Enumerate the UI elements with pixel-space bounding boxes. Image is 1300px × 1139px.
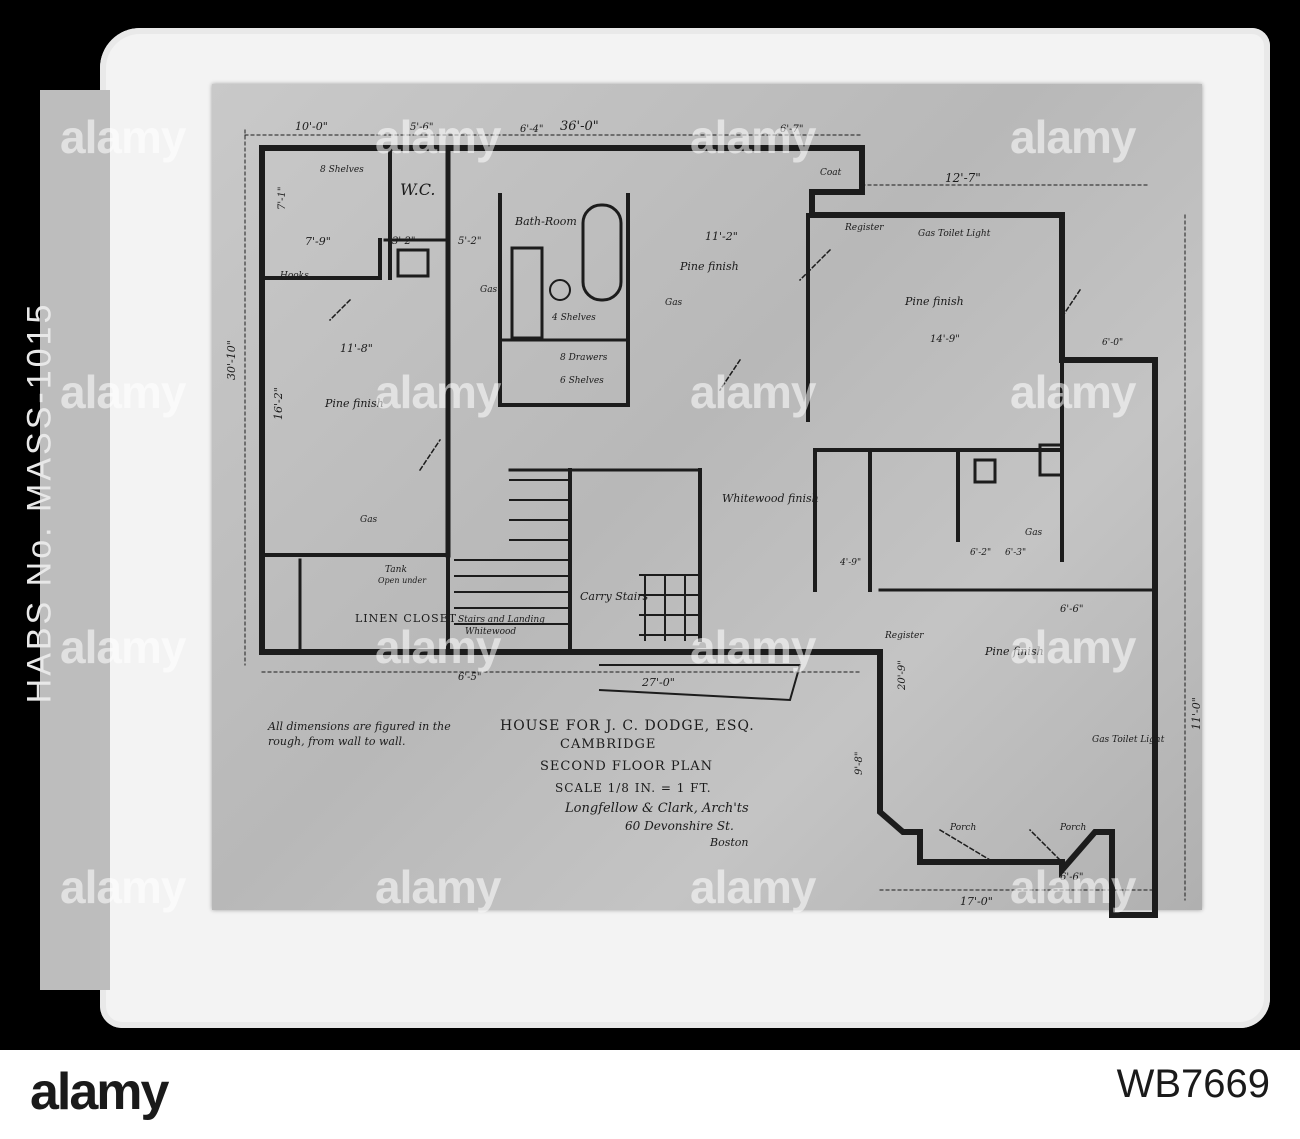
room-label: Porch <box>949 823 976 833</box>
room-label: 6 Shelves <box>560 376 604 386</box>
room-label: Hooks <box>279 271 309 281</box>
room-label: Bath-Room <box>514 215 577 228</box>
watermark: alamy <box>375 111 501 163</box>
dimension-label: 11'-0" <box>1190 697 1203 730</box>
drawing-sheet <box>212 84 1202 910</box>
dimension-label: 7'-1" <box>277 187 288 210</box>
interior-wall <box>498 193 630 407</box>
architect-address: 60 Devonshire St. <box>625 819 734 833</box>
wc-fixture <box>396 248 430 278</box>
watermark: alamy <box>375 861 501 913</box>
room-label: LINEN CLOSET <box>355 612 457 625</box>
dimension-label: 6'-4" <box>520 124 543 135</box>
watermark: alamy <box>60 366 186 418</box>
room-label: Carry Stairs <box>580 590 648 603</box>
chimney <box>1038 443 1064 477</box>
room-label: Porch <box>1059 823 1086 833</box>
room-label: Gas <box>1025 528 1043 538</box>
room-label: Gas <box>665 298 683 308</box>
drawing-plan-name: SECOND FLOOR PLAN <box>540 759 713 774</box>
room-label: Pine finish <box>984 645 1044 658</box>
dimension-label: 3'-2" <box>392 236 415 247</box>
chimney <box>973 458 997 484</box>
watermark: alamy <box>60 861 186 913</box>
architect-name: Longfellow & Clark, Arch'ts <box>564 801 749 816</box>
dimension-label: 6'-6" <box>1060 604 1083 615</box>
watermark: alamy <box>1010 621 1136 673</box>
room-label: Pine finish <box>679 260 739 273</box>
dimension-label: 20'-9" <box>897 660 908 691</box>
room-label: 4 Shelves <box>551 313 596 323</box>
dimension-label: 30'-10" <box>225 340 238 380</box>
room-label: Gas Toilet Light <box>1092 735 1165 745</box>
architect-city: Boston <box>709 836 748 849</box>
dimension-label: 12'-7" <box>945 171 981 185</box>
watermark: alamy <box>1010 366 1136 418</box>
room-label: W.C. <box>400 180 436 199</box>
watermark: alamy <box>690 621 816 673</box>
watermark: alamy <box>690 111 816 163</box>
dimension-label: 6'-6" <box>1060 872 1083 883</box>
dimension-label: 11'-8" <box>340 342 373 355</box>
dimension-label: 11'-2" <box>705 230 738 243</box>
interior-wall <box>260 238 382 280</box>
mount-edge-strip <box>40 90 110 990</box>
watermark: alamy <box>375 621 501 673</box>
watermark: alamy <box>690 861 816 913</box>
dimension-label: 17'-0" <box>960 895 993 908</box>
dimension-label: 5'-2" <box>458 236 481 247</box>
dimension-label: 27'-0" <box>641 676 675 689</box>
watermark: alamy <box>60 621 186 673</box>
footer-bar <box>0 1050 1300 1139</box>
room-label: 8 Drawers <box>560 353 608 363</box>
room-label: Gas <box>360 515 378 525</box>
dimension-label: 9'-8" <box>854 752 865 775</box>
outer-wall <box>259 145 1158 918</box>
dimension-label: 6'-0" <box>1102 338 1123 348</box>
room-label: Tank <box>385 565 407 575</box>
room-label: Whitewood <box>465 627 516 637</box>
dimension-label: 6'-3" <box>1005 548 1026 558</box>
room-label: Pine finish <box>904 295 964 308</box>
habs-side-label: HABS No. MASS-1015 <box>18 292 62 712</box>
alamy-logo[interactable]: alamy <box>30 1063 169 1121</box>
image-id: WB7669 <box>1116 1062 1270 1106</box>
drawing-title: HOUSE FOR J. C. DODGE, ESQ. <box>500 718 755 734</box>
dimension-note: rough, from wall to wall. <box>268 735 406 748</box>
watermark: alamy <box>690 366 816 418</box>
basin <box>549 279 571 301</box>
dimension-label: 6'-5" <box>458 672 481 683</box>
dimension-label: 6'-2" <box>970 548 991 558</box>
room-label: Whitewood finish <box>722 492 819 505</box>
interior-wall <box>260 553 450 654</box>
room-label: Stairs and Landing <box>458 615 545 625</box>
watermark: alamy <box>1010 861 1136 913</box>
dimension-label: 14'-9" <box>930 334 960 345</box>
dimension-label: 6'-7" <box>780 124 803 135</box>
floor-plan-drawing: W.C. Bath-Room Pine finish Pine finish P… <box>225 119 1203 918</box>
dimension-label: 4'-9" <box>839 558 861 568</box>
dimension-label: 7'-9" <box>305 235 331 248</box>
room-label: Open under <box>378 576 427 585</box>
dimension-label: 10'-0" <box>295 120 328 133</box>
habs-number: HABS No. MASS-1015 <box>20 301 59 703</box>
room-label: Gas Toilet Light <box>918 229 991 239</box>
room-label: Gas <box>480 285 498 295</box>
watermark: alamy <box>60 111 186 163</box>
watermark: alamy <box>375 366 501 418</box>
room-label: Register <box>844 223 884 233</box>
dimension-label: 16'-2" <box>272 387 285 420</box>
drawing-scale: SCALE 1/8 IN. = 1 FT. <box>555 781 712 795</box>
watermark: alamy <box>1010 111 1136 163</box>
dimension-label: 36'-0" <box>560 119 599 134</box>
radiator-block <box>510 246 544 340</box>
room-label: 8 Shelves <box>320 165 364 175</box>
room-label: Register <box>884 631 924 641</box>
dimension-label: 5'-6" <box>410 122 433 133</box>
room-label: Pine finish <box>324 397 384 410</box>
dimension-note: All dimensions are figured in the <box>267 720 451 733</box>
drawing-subtitle: CAMBRIDGE <box>560 737 656 752</box>
room-label: Coat <box>820 168 842 178</box>
bathtub <box>581 203 623 302</box>
